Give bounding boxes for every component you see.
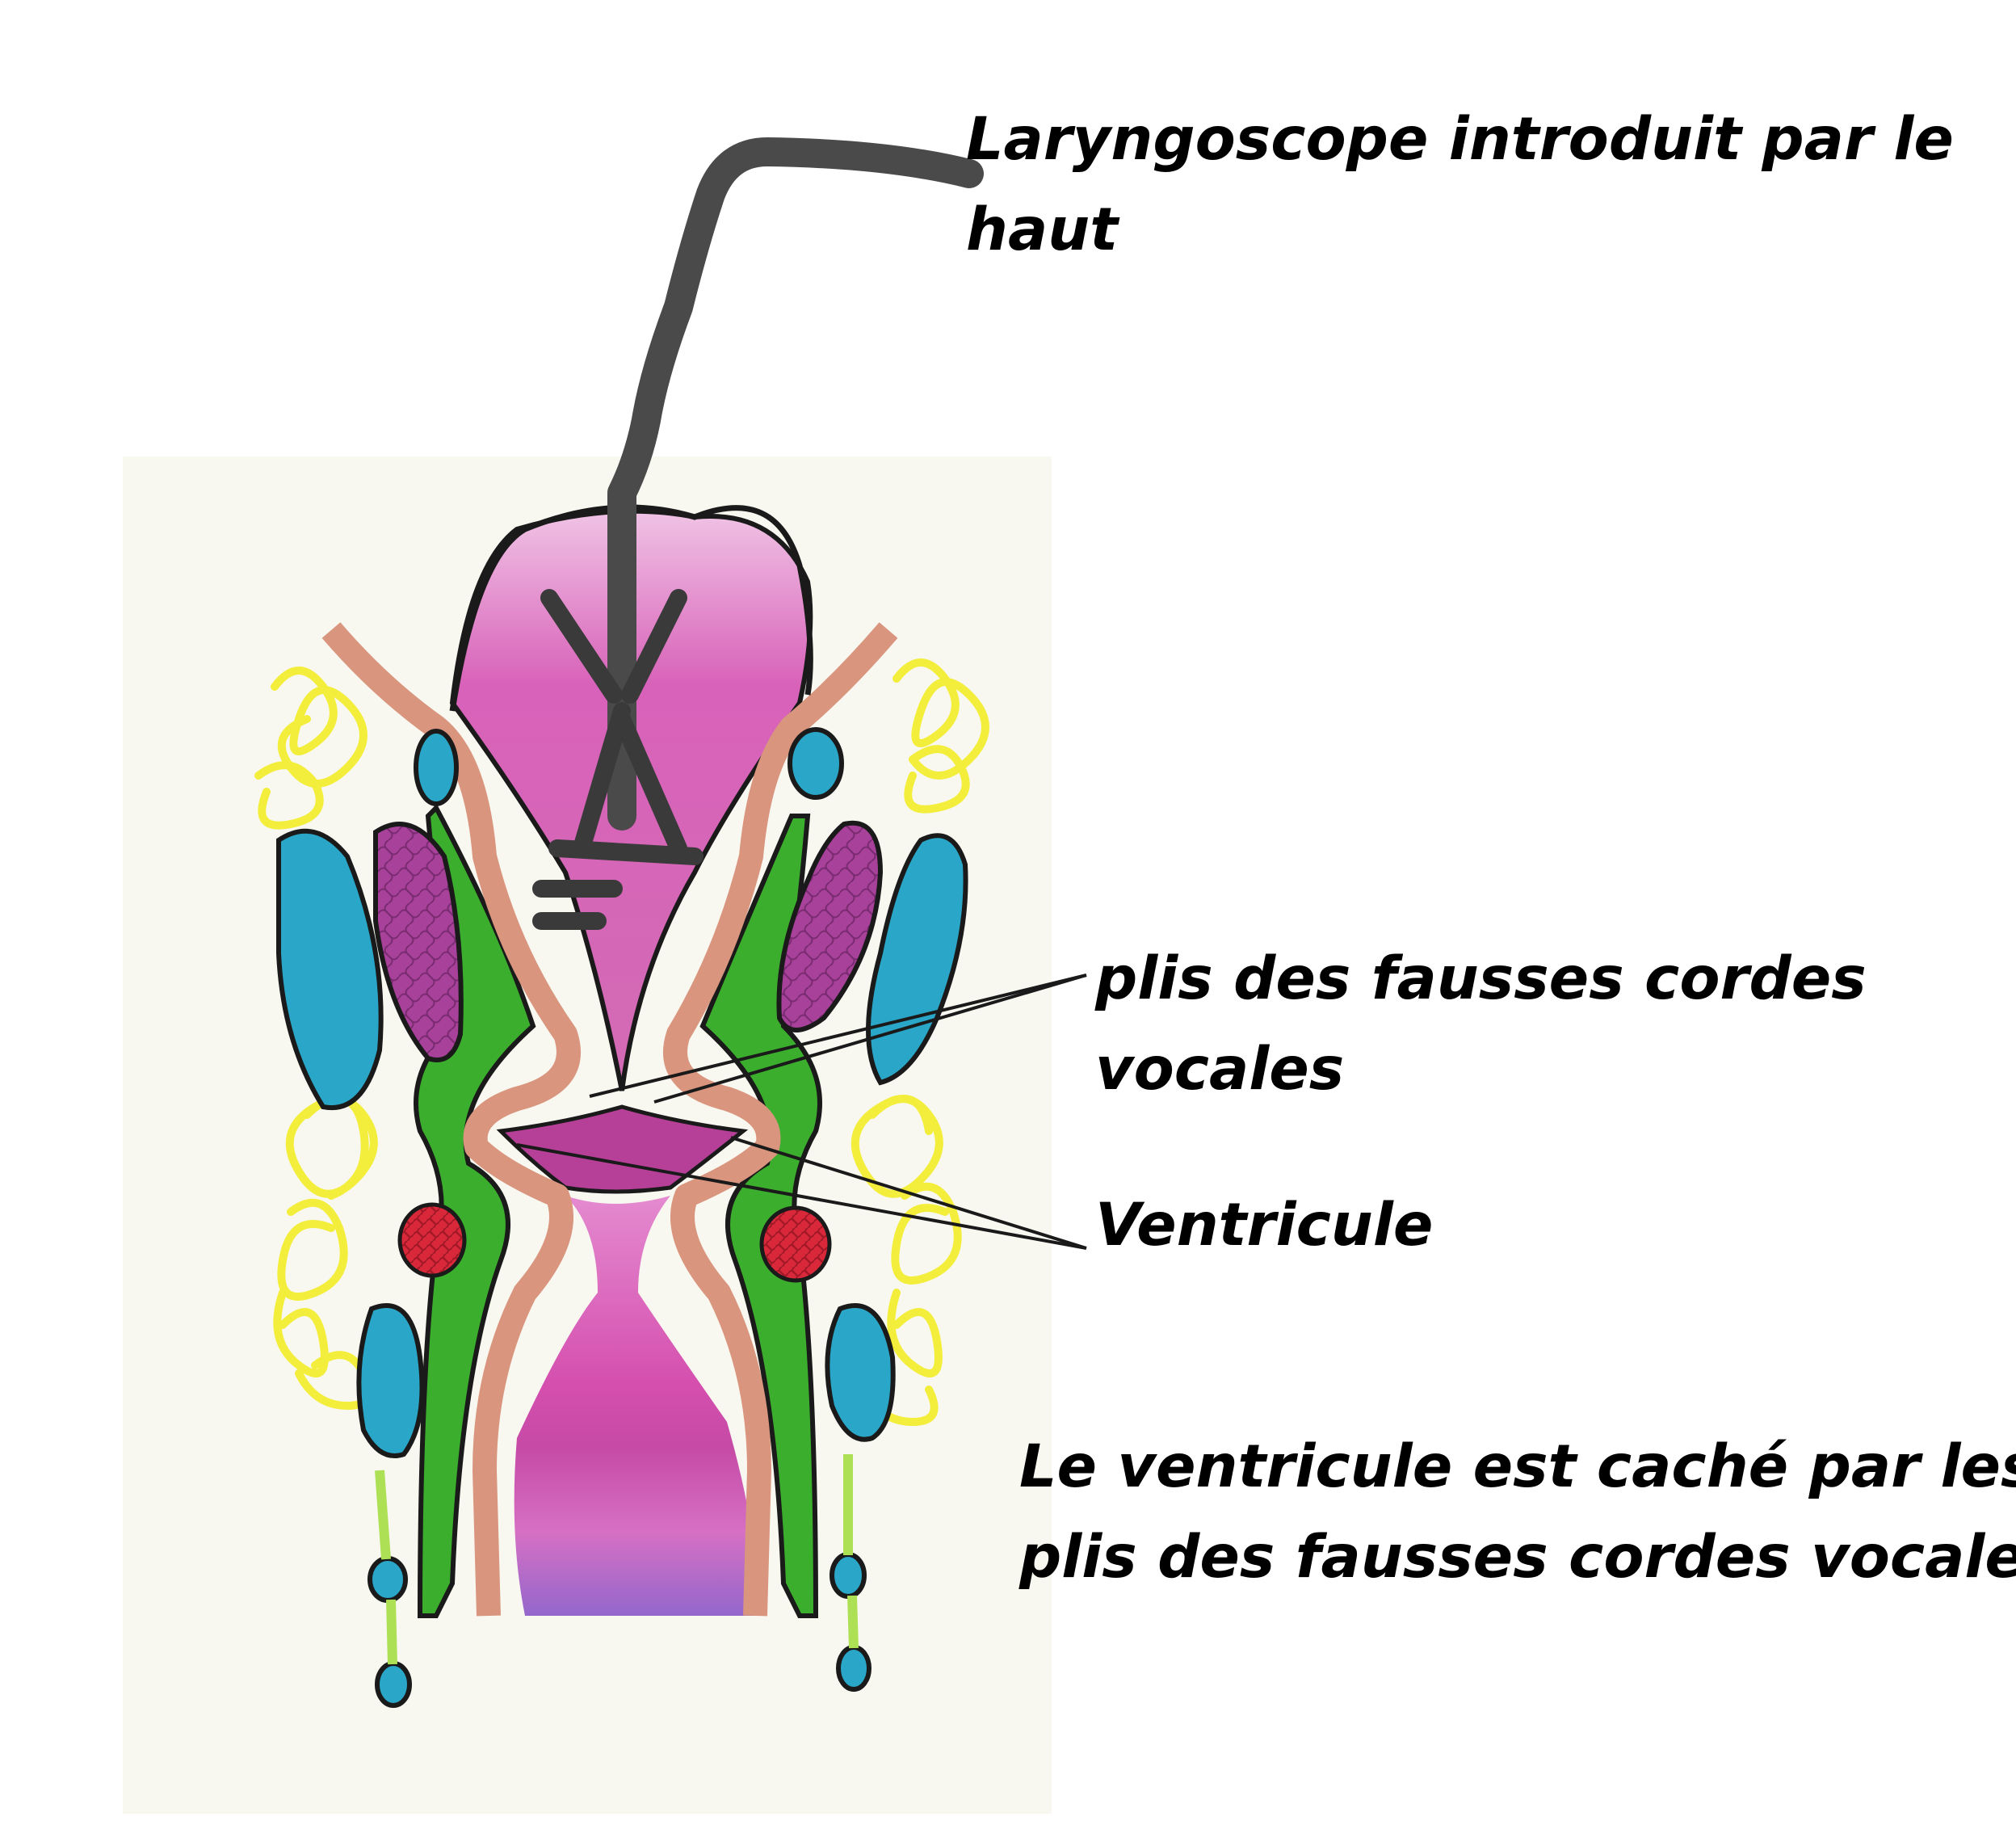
- blue-structure-mid-right: [825, 1303, 896, 1442]
- pointer-false-fold-left: [589, 974, 1087, 1098]
- laryngoscope-blades: [532, 589, 704, 930]
- ventricle-label: Ventricule: [1095, 1180, 1433, 1271]
- cartilage-left: [276, 828, 384, 1111]
- laryngoscope-label: Laryngoscope introduit par le haut: [966, 95, 1954, 275]
- pointer-ventricle-left: [516, 1143, 1087, 1250]
- gland-left: [373, 822, 464, 1062]
- ventricle-label-line1: Ventricule: [1095, 1191, 1434, 1260]
- red-node-right: [759, 1205, 832, 1283]
- blue-structure-mid-left: [356, 1303, 425, 1458]
- false-vocal-folds-label: plis des fausses cordes vocales: [1095, 934, 1867, 1115]
- lymphatic-network-right: [850, 658, 989, 1427]
- blue-structure-upper-left: [414, 729, 459, 806]
- lower-lymph-vessels: [375, 1454, 859, 1665]
- tracheal-lumen: [514, 1196, 759, 1616]
- red-node-left: [397, 1202, 467, 1278]
- epiglottis-outline: [449, 504, 813, 712]
- hidden-ventricle-note-line1: Le ventricule est caché par les: [1019, 1432, 2016, 1501]
- false-vocal-folds-label-line1: plis des fausses cordes: [1095, 944, 1867, 1013]
- blue-node-lower-right-2: [836, 1645, 872, 1692]
- laryngoscope: [607, 137, 984, 831]
- pointer-false-fold-right: [653, 974, 1087, 1104]
- mucosa-wall-right: [663, 622, 898, 1617]
- hidden-ventricle-note: Le ventricule est caché par les plis des…: [1019, 1422, 2016, 1603]
- hidden-ventricle-note-line2: plis des fausses cordes vocales: [1019, 1523, 2016, 1592]
- blue-node-lower-left-2: [375, 1661, 412, 1708]
- pointer-ventricle-right: [730, 1136, 1087, 1250]
- laryngoscope-label-line1: Laryngoscope introduit par le: [966, 105, 1954, 174]
- blue-node-lower-left-1: [368, 1556, 408, 1603]
- blue-structure-upper-right: [788, 727, 844, 800]
- blue-node-lower-right-1: [830, 1552, 867, 1599]
- laryngoscope-label-line2: haut: [966, 196, 1119, 264]
- pointer-lines: [516, 974, 1087, 1250]
- false-vocal-folds-label-line2: vocales: [1095, 1035, 1345, 1104]
- gland-right: [776, 820, 884, 1032]
